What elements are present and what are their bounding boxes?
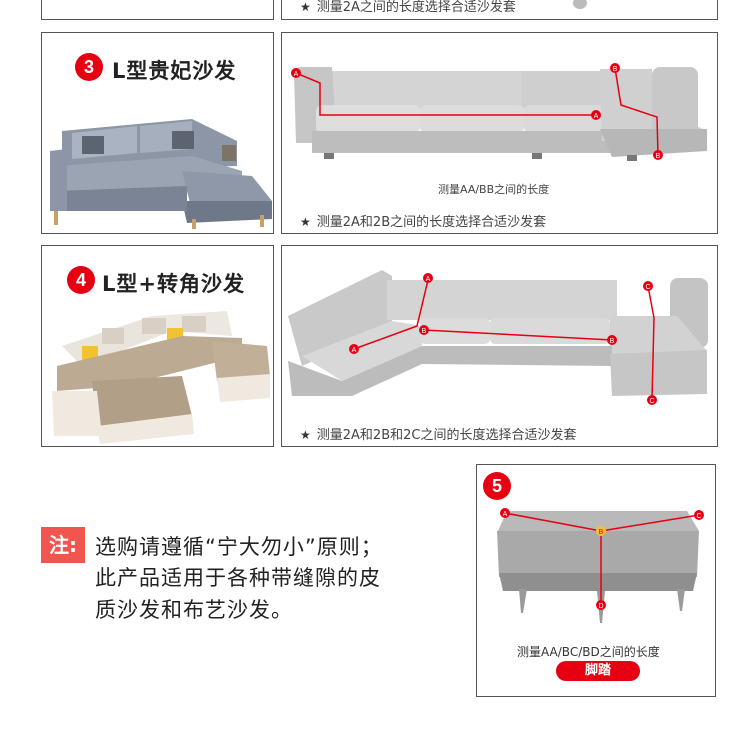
section3-title: L型贵妃沙发 <box>112 59 237 83</box>
section3-caption: ★ 测量2A和2B之间的长度选择合适沙发套 <box>300 211 546 230</box>
l-corner-sofa-photo <box>52 311 270 444</box>
section4-title: L型+转角沙发 <box>102 272 245 296</box>
point-c: C <box>696 513 701 520</box>
point-a1: A <box>352 347 357 354</box>
note-line-1: 选购请遵循“宁大勿小”原则； <box>95 535 383 559</box>
star-icon: ★ <box>300 0 311 14</box>
note-tag: 注: <box>41 527 85 563</box>
point-b1: B <box>422 328 427 335</box>
point-b: B <box>599 529 604 536</box>
section5-measure-label: 测量AA/BC/BD之间的长度 <box>517 645 660 659</box>
ottoman-measure-diagram: A B C D <box>497 508 704 623</box>
point-c1: C <box>645 284 650 291</box>
section3-measure-diagram: A B A B <box>291 63 707 161</box>
section3-caption-text: 测量2A和2B之间的长度选择合适沙发套 <box>316 215 547 230</box>
section3-photo-panel: 3 L型贵妃沙发 <box>41 32 274 234</box>
section5-panel: 5 A B C D 测量AA/BC/BD之间的长度 <box>476 464 716 697</box>
section4-photo-panel: 4 L型+转角沙发 <box>41 245 274 447</box>
section3-number-badge: 3 <box>75 53 103 81</box>
point-a2: A <box>426 276 431 283</box>
point-b1: B <box>613 66 618 73</box>
section4-caption-text: 测量2A和2B和2C之间的长度选择合适沙发套 <box>316 428 577 443</box>
point-b2: B <box>610 338 615 345</box>
point-a2: A <box>594 113 599 120</box>
section5-point-markers: A B C D <box>500 508 704 610</box>
sofa-leg-icon <box>573 0 587 9</box>
section3-measure-label: 测量AA/BB之间的长度 <box>438 183 550 196</box>
point-b2: B <box>656 153 661 160</box>
point-c2: C <box>649 398 654 405</box>
section5-number-badge: 5 <box>483 472 511 500</box>
section4-measure-diagram: A A B B C C <box>288 270 708 405</box>
star-icon: ★ <box>300 428 311 442</box>
section4-diagram-panel: A A B B C C ★ 测量2A和2B和2C之间的长度选择合适沙发套 <box>281 245 718 447</box>
ottoman-tag: 脚踏 <box>556 661 640 681</box>
section3-diagram-panel: A B A B 测量AA/BB之间的长度 ★ 测量2A和2B之间的长度选择合适沙发… <box>281 32 718 234</box>
section4-point-markers: A A B B C C <box>349 273 657 405</box>
point-a1: A <box>294 71 299 78</box>
section4-number-badge: 4 <box>67 266 95 294</box>
point-a: A <box>503 511 508 518</box>
point-d: D <box>598 603 603 610</box>
section3-point-markers: A B A B <box>291 63 663 160</box>
top-caption: ★ 测量2A之间的长度选择合适沙发套 <box>300 0 516 15</box>
top-right-panel: ★ 测量2A之间的长度选择合适沙发套 <box>281 0 718 20</box>
note-line-3: 质沙发和布艺沙发。 <box>95 598 293 622</box>
note-line-2: 此产品适用于各种带缝隙的皮 <box>95 566 381 590</box>
section4-caption: ★ 测量2A和2B和2C之间的长度选择合适沙发套 <box>300 424 576 443</box>
top-caption-text: 测量2A之间的长度选择合适沙发套 <box>316 0 516 15</box>
star-icon: ★ <box>300 215 311 229</box>
top-left-panel <box>41 0 274 20</box>
l-chaise-sofa-photo <box>50 119 272 229</box>
